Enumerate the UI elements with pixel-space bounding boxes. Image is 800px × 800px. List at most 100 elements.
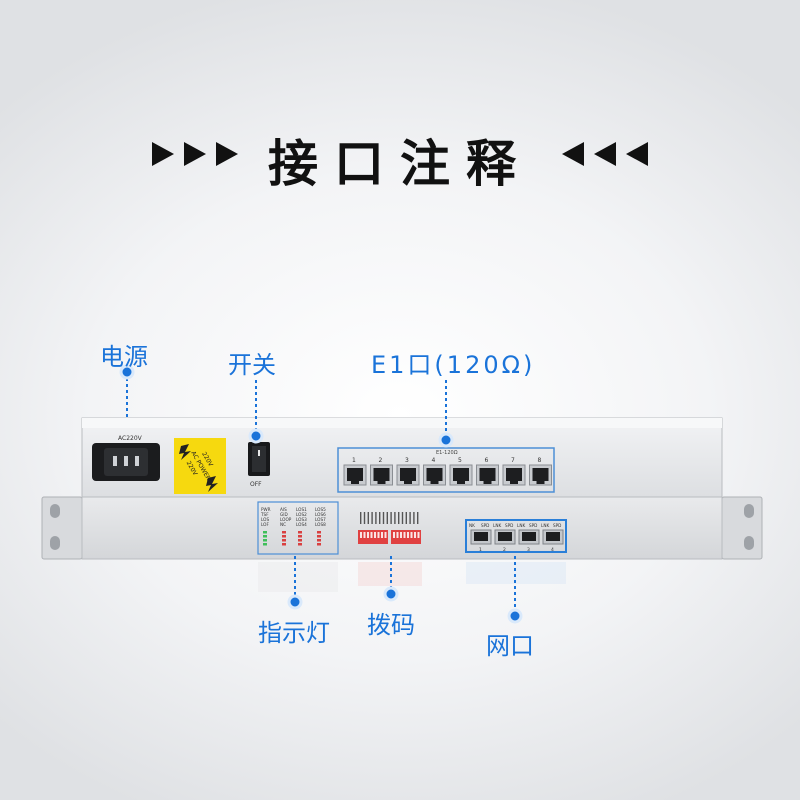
led-indicator [298, 543, 302, 546]
lower-chassis [81, 496, 723, 560]
eth-header-label: LNK [517, 523, 525, 528]
e1-port-number: 6 [485, 457, 489, 464]
ethernet-port[interactable] [494, 529, 516, 545]
indicator-block: PWRTSFLOSLOFAISGIDLOOPNCLOS1LOS2LOS3LOS4… [257, 501, 339, 555]
dip-label-mark [401, 512, 404, 524]
dip-key[interactable] [363, 532, 366, 538]
triple-arrow-left-icon [562, 142, 648, 166]
dip-label-mark [394, 512, 396, 524]
rj45-port[interactable] [449, 464, 473, 486]
dip-label-mark [398, 512, 400, 524]
dip-label-mark [379, 512, 381, 524]
led-indicator [298, 535, 302, 538]
dip-key[interactable] [414, 532, 416, 538]
ethernet-port[interactable] [542, 529, 564, 545]
dip-label-mark [405, 512, 407, 524]
dip-label-mark [363, 512, 366, 524]
led-label: PWR [261, 507, 271, 512]
led-label: LOS6 [315, 512, 326, 517]
dip-key[interactable] [360, 532, 362, 538]
led-indicator [282, 543, 286, 546]
eth-port-number: 1 [479, 547, 482, 553]
dip-label-mark [360, 512, 362, 524]
eth-header-label: SPD [481, 523, 489, 528]
dip-key[interactable] [381, 532, 383, 538]
led-indicator [263, 539, 267, 542]
dip-key[interactable] [384, 532, 387, 538]
led-indicator [298, 539, 302, 542]
e1-port-number: 2 [379, 457, 383, 464]
dip-label-mark [382, 512, 385, 524]
triple-arrow-right-icon [152, 142, 238, 166]
lightning-icon [179, 444, 191, 460]
led-indicator [263, 543, 267, 546]
callout-dot-switch [248, 428, 264, 444]
led-label: LOS2 [296, 512, 307, 517]
dip-key[interactable] [400, 532, 402, 538]
callout-dot-indicator [287, 594, 303, 610]
led-label: GID [280, 512, 288, 517]
rj45-port[interactable] [370, 464, 393, 486]
dip-key[interactable] [374, 532, 376, 538]
led-indicator [317, 535, 321, 538]
eth-port-number: 3 [527, 547, 530, 553]
dip-key[interactable] [370, 532, 373, 538]
led-indicator [282, 531, 286, 534]
rj45-port[interactable] [396, 464, 420, 486]
lightning-icon-2 [206, 476, 218, 492]
e1-port-number: 5 [458, 457, 462, 464]
led-indicator [282, 539, 286, 542]
led-indicator [298, 531, 302, 534]
led-indicator [263, 531, 267, 534]
led-label: LOS3 [296, 517, 307, 522]
dip-key[interactable] [377, 532, 380, 538]
power-socket [92, 443, 160, 481]
callout-dot-power [119, 364, 135, 380]
rj45-port[interactable] [343, 464, 367, 486]
led-label: LOS5 [315, 507, 326, 512]
heading: 接口注释 [0, 118, 800, 193]
dip-switch-block[interactable] [358, 512, 421, 544]
dip-key[interactable] [417, 532, 420, 538]
led-label: NC [280, 522, 286, 527]
ethernet-port[interactable] [470, 529, 492, 545]
led-label: LOS7 [315, 517, 326, 522]
rack-ear-left [41, 496, 83, 560]
e1-port-number: 7 [511, 457, 515, 464]
dip-key[interactable] [410, 532, 413, 538]
ethernet-port[interactable] [518, 529, 540, 545]
dip-key[interactable] [407, 532, 409, 538]
rj45-port[interactable] [529, 464, 552, 486]
dip-key[interactable] [393, 532, 395, 538]
eth-header-label: SPD [529, 523, 537, 528]
rj45-port[interactable] [476, 464, 499, 486]
led-label: LOS8 [315, 522, 326, 527]
led-indicator [317, 531, 321, 534]
e1-port-number: 1 [352, 457, 356, 464]
dip-label-mark [375, 512, 377, 524]
led-label: TSF [260, 512, 269, 517]
callout-e1: E1口(120Ω) [371, 351, 536, 379]
rj45-port[interactable] [502, 464, 526, 486]
dip-label-mark [417, 512, 419, 524]
rj45-port[interactable] [423, 464, 446, 486]
led-label: AIS [280, 507, 287, 512]
dip-label-mark [409, 512, 411, 524]
led-indicator [282, 535, 286, 538]
dip-label-mark [413, 512, 415, 524]
dip-key[interactable] [396, 532, 399, 538]
page-title: 接口注释 [268, 135, 532, 193]
dip-key[interactable] [367, 532, 369, 538]
eth-port-number: 2 [503, 547, 506, 553]
dip-key[interactable] [403, 532, 406, 538]
e1-label: E1-120Ω [436, 450, 458, 456]
led-indicator [263, 535, 267, 538]
callout-dot-e1 [438, 432, 454, 448]
power-switch[interactable] [248, 442, 270, 476]
power-label: AC220V [118, 435, 143, 442]
led-label: LOF [261, 522, 269, 527]
eth-header-label: SPD [505, 523, 513, 528]
e1-port-number: 8 [538, 457, 542, 464]
